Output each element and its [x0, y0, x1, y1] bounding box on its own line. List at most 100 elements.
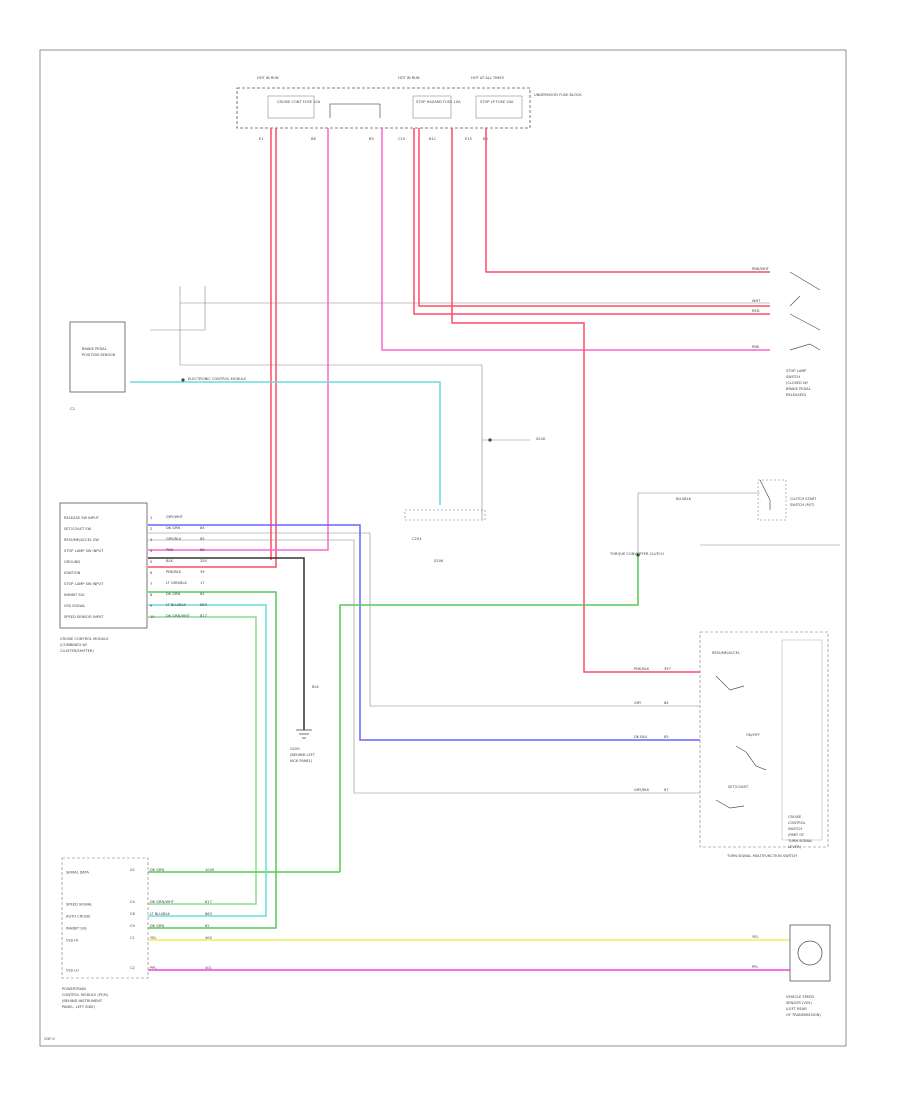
stop-lamp-name-5: RELEASED): [786, 393, 807, 397]
cruise-switch-name-5: TURN SIGNAL: [787, 839, 812, 843]
vss-name-4: OF TRANSMISSION): [786, 1013, 821, 1017]
footer-code: G3F-0: [44, 1037, 55, 1041]
vss-name-2: SENSOR (VSS): [786, 1001, 812, 1005]
vss-name-3: (LEFT REAR: [786, 1007, 807, 1011]
pcm-row-wire: DK GRN/WHT: [150, 900, 175, 904]
pcm-name-2: CONTROL MODULE (PCM): [62, 993, 109, 997]
cruise-switch-wire: DK BLU: [634, 735, 648, 739]
stop-lamp-name-4: BRAKE PEDAL: [786, 387, 811, 391]
cruise-switch-circuit: 397: [664, 667, 671, 671]
module-pin-wire: LT GRN/BLK: [166, 581, 187, 585]
module-pin-circuit: 250: [200, 559, 208, 563]
module-pin-circuit: 62: [200, 592, 205, 596]
fuse-pin-6: E15: [465, 137, 472, 141]
cruise-switch-wire: PNK/BLK: [634, 667, 650, 671]
wire-grey-2: [148, 539, 700, 794]
wire-cyan-1: [148, 604, 267, 917]
ground-wire: BLK: [312, 685, 319, 689]
wire-grey-misc-3: [150, 286, 206, 331]
pcm-row-pin: C2: [130, 966, 135, 970]
central-splice: C203 S206 S240: [404, 437, 546, 563]
wire-grey-misc-4: [180, 364, 483, 520]
pcm-row-pin: A2: [130, 868, 135, 872]
module-pin-num: 1: [150, 516, 152, 520]
module-pin-wire: GRY/BLU: [166, 537, 182, 541]
wire-green-2: [339, 555, 639, 872]
cruise-switch-name-6: LEVER): [788, 845, 801, 849]
module-pin-num: 6: [150, 571, 153, 575]
pcm-row-wire: YEL: [150, 936, 156, 940]
module-pin-wire: DK GRN: [166, 592, 181, 596]
fuse-column-3: HOT AT ALL TIMES: [471, 76, 505, 80]
brake-sensor: BRAKE PEDAL POSITION SENSOR C2 ELECTRONI…: [69, 321, 247, 411]
pcm-row-func: AUTO CRUISE: [66, 915, 91, 919]
clutch-switch: BLU/BLK CLUTCH START SWITCH (M/T) TORQUE…: [609, 479, 840, 557]
module-pin-func: STOP LAMP SW INPUT: [64, 549, 104, 553]
pcm-name-3: (BEHIND INSTRUMENT: [62, 999, 103, 1003]
cruise-switch-name-2: CONTROL: [788, 821, 806, 825]
cruise-switch-circuit: 87: [664, 788, 669, 792]
module-pin-circuit: 86: [200, 548, 205, 552]
module-pin-num: 3: [150, 538, 152, 542]
module-pin-num: 5: [150, 560, 152, 564]
pcm-row-pin: C9: [130, 924, 136, 928]
wire-red-5: [451, 128, 700, 673]
module-pin-func: SET/COAST SW: [64, 527, 92, 531]
pcm-row-func: VSS LO: [66, 969, 79, 973]
fuse-pin-2: B6: [311, 137, 316, 141]
cruise-switch-section2: SET/COAST: [728, 785, 749, 789]
vss-name-1: VEHICLE SPEED: [786, 995, 814, 999]
ground: BLK G200 (BEHIND LEFT KICK PANEL): [290, 685, 319, 763]
cruise-switch-circuit: 85: [664, 735, 669, 739]
stop-lamp-name-3: (CLOSED W/: [786, 381, 809, 385]
clutch-name-1: CLUTCH START: [790, 497, 817, 501]
fuse-column-2: HOT IN RUN: [398, 76, 420, 80]
module-pin-func: VSS SIGNAL: [64, 604, 85, 608]
module-pin-num: 8: [150, 593, 153, 597]
diagram-frame: [39, 49, 847, 1047]
stop-lamp-wire: WHT: [752, 299, 761, 303]
module-name-1: CRUISE CONTROL MODULE: [60, 637, 109, 641]
pcm-row-pin: C1: [130, 936, 135, 940]
brake-sensor-connector: C2: [70, 407, 75, 411]
pcm-row-wire: DK GRN: [150, 924, 165, 928]
cruise-switch-wire: GRY: [634, 701, 642, 705]
pcm-row-circuit: 400: [205, 936, 213, 940]
module-pin-wire: PNK/BLK: [166, 570, 182, 574]
module-pin-circuit: 85: [200, 537, 205, 541]
clutch-name-2: SWITCH (M/T): [790, 503, 815, 507]
stop-lamp-wire: PNK/WHT: [752, 267, 770, 271]
cruise-switch-on-off: ON/OFF: [746, 733, 760, 737]
pcm-row-circuit: 1049: [205, 868, 215, 872]
ground-label-2: (BEHIND LEFT: [290, 753, 316, 757]
wires: [130, 128, 790, 971]
brake-sensor-label-2: POSITION SENSOR: [82, 353, 116, 357]
pcm-name-1: POWERTRAIN: [62, 987, 86, 991]
module-pin-func: SPEED SENSOR INPUT: [64, 615, 104, 619]
wire-green-1: [148, 591, 277, 929]
clutch-splice: TORQUE CONVERTER CLUTCH: [609, 552, 664, 556]
fuse-block: HOT IN RUN HOT IN RUN HOT AT ALL TIMES C…: [236, 76, 582, 141]
wire-red-4: [418, 128, 770, 307]
ground-label-1: G200: [290, 747, 300, 751]
cruise-switch-circuit: 84: [664, 701, 669, 705]
module-pin-circuit: 17: [200, 581, 205, 585]
fuse-pin-4: C10: [398, 137, 406, 141]
wire-green-3: [148, 616, 257, 905]
splice-s240: S240: [536, 437, 546, 441]
pcm-row-circuit: 817: [205, 900, 212, 904]
wire-black: [148, 557, 305, 730]
module-pin-wire: PNK: [166, 548, 174, 552]
module-name-2: (COMBINED W/: [60, 643, 88, 647]
module-pin-func: GROUND: [64, 560, 80, 564]
fuse-pin-1: E1: [259, 137, 264, 141]
cruise-switch-name-3: SWITCH: [788, 827, 802, 831]
stop-lamp-name-1: STOP LAMP: [786, 369, 807, 373]
stop-lamp-wire: RED: [752, 309, 760, 313]
module-pin-wire: DK GRN: [166, 526, 181, 530]
brake-sensor-label-1: BRAKE PEDAL: [82, 347, 107, 351]
